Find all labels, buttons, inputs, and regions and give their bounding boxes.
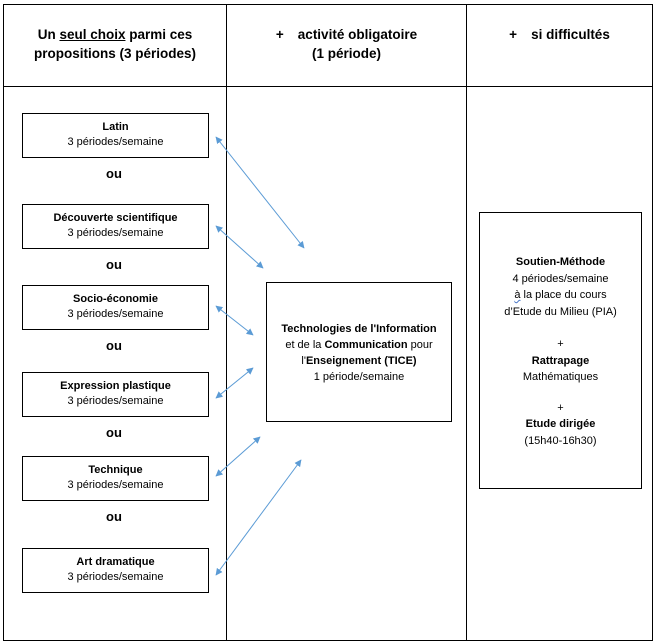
option-expression-plastique: Expression plastique 3 périodes/semaine [22, 372, 209, 417]
option-decouverte-scientifique: Découverte scientifique 3 périodes/semai… [22, 204, 209, 249]
option-detail: 3 périodes/semaine [67, 227, 164, 239]
option-title: Expression plastique [60, 380, 171, 392]
support-line4: d’Etude du Milieu (PIA) [504, 305, 617, 318]
table-border-top [3, 4, 653, 5]
arrow-decouverte-tice [215, 225, 264, 269]
support-line3: à la place du cours [514, 289, 607, 301]
tice-line1: Technologies de l'Information [281, 323, 437, 335]
header-mandatory-line2: (1 période) [311, 46, 381, 61]
option-title: Art dramatique [76, 556, 155, 568]
option-title: Latin [102, 121, 129, 133]
support-rattrapage: Rattrapage [531, 354, 590, 367]
support-etude: Etude dirigée [525, 418, 596, 430]
arrow-latin-tice [215, 136, 305, 249]
tice-box: Technologies de l'Information et de la C… [266, 282, 452, 422]
header-choice: Un seul choix parmi ces propositions (3 … [4, 25, 226, 63]
tice-line3: l'Enseignement (TICE) [301, 355, 417, 367]
tice-line2: et de la Communication pour [285, 339, 433, 351]
support-title: Soutien-Méthode [515, 256, 606, 268]
option-title: Socio-économie [73, 293, 158, 305]
option-detail: 3 périodes/semaine [67, 308, 164, 320]
header-difficulties-line1: +si difficultés [509, 27, 610, 42]
option-socio-economie: Socio-économie 3 périodes/semaine [22, 285, 209, 330]
separator-or: ou [106, 509, 122, 524]
column-divider-1 [226, 4, 227, 641]
arrow-expression-tice [215, 367, 254, 399]
support-plus-2: + [557, 401, 564, 414]
arrow-art-tice [215, 459, 302, 576]
separator-or: ou [106, 166, 122, 181]
separator-or: ou [106, 338, 122, 353]
header-underlined-text: seul choix [59, 27, 126, 42]
separator-or: ou [106, 425, 122, 440]
table-border-right [652, 4, 653, 641]
header-choice-line2: propositions (3 périodes) [33, 46, 196, 61]
option-art-dramatique: Art dramatique 3 périodes/semaine [22, 548, 209, 593]
header-separator [3, 86, 653, 87]
support-plus-1: + [557, 338, 564, 350]
option-technique: Technique 3 périodes/semaine [22, 456, 209, 501]
header-difficulties: +si difficultés [467, 25, 652, 44]
arrow-socio-tice [215, 305, 254, 336]
option-detail: 3 périodes/semaine [67, 479, 164, 491]
option-title: Technique [88, 464, 143, 476]
table-border-left [3, 4, 4, 641]
option-latin: Latin 3 périodes/semaine [22, 113, 209, 158]
table-border-bottom [3, 640, 653, 641]
header-choice-line1: Un seul choix parmi ces [37, 27, 193, 42]
separator-or: ou [106, 257, 122, 272]
support-hours: (15h40-16h30) [524, 434, 597, 447]
option-title: Découverte scientifique [53, 212, 178, 224]
header-mandatory-line1: +activité obligatoire [275, 27, 418, 42]
arrow-technique-tice [215, 436, 261, 477]
column-divider-2 [466, 4, 467, 641]
tice-line4: 1 période/semaine [313, 371, 405, 383]
support-maths: Mathématiques [522, 371, 599, 383]
option-detail: 3 périodes/semaine [67, 136, 164, 148]
support-line2: 4 périodes/semaine [512, 272, 609, 285]
header-mandatory: +activité obligatoire (1 période) [227, 25, 466, 63]
support-box: Soutien-Méthode 4 périodes/semaine à la … [479, 212, 642, 489]
option-detail: 3 périodes/semaine [67, 571, 164, 583]
option-detail: 3 périodes/semaine [67, 395, 164, 407]
